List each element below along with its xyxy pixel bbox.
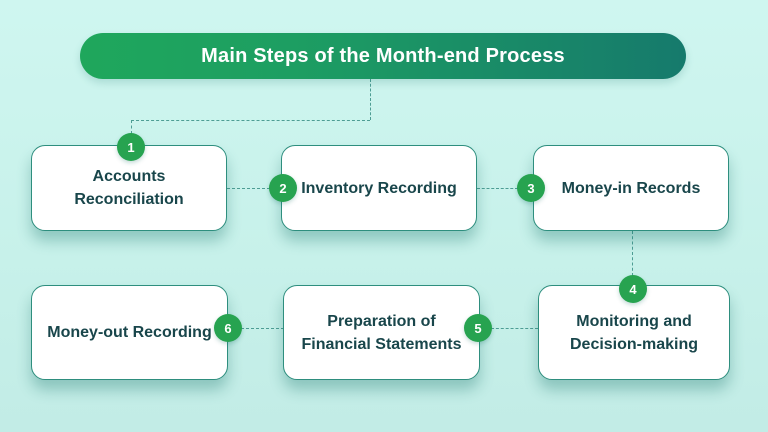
step-number-badge-6: 6 bbox=[214, 314, 242, 342]
connector-step5-step4 bbox=[491, 328, 538, 329]
connector-step2-step3 bbox=[477, 188, 518, 189]
page-title: Main Steps of the Month-end Process bbox=[201, 44, 565, 67]
step-number-badge-3: 3 bbox=[517, 174, 545, 202]
step-label: Money-out Recording bbox=[47, 324, 212, 341]
step-number-badge-2: 2 bbox=[269, 174, 297, 202]
connector-drop-to-step1 bbox=[131, 120, 132, 134]
step-box-money-in-records: Money-in Records bbox=[533, 145, 729, 231]
step-number-badge-5: 5 bbox=[464, 314, 492, 342]
step-box-inventory-recording: Inventory Recording bbox=[281, 145, 477, 231]
step-label: Inventory Recording bbox=[301, 179, 457, 197]
connector-step3-step4 bbox=[632, 231, 633, 276]
step-number-badge-4: 4 bbox=[619, 275, 647, 303]
step-label: Accounts Reconciliation bbox=[74, 168, 184, 208]
step-label: Money-in Records bbox=[561, 179, 701, 197]
step-number-badge-1: 1 bbox=[117, 133, 145, 161]
connector-title-to-step1-horizontal bbox=[131, 120, 370, 121]
step-box-preparation-of-financial-statements: Preparation of Financial Statements bbox=[283, 285, 480, 380]
title-banner: Main Steps of the Month-end Process bbox=[80, 33, 686, 79]
step-box-money-out-recording: Money-out Recording bbox=[31, 285, 228, 380]
step-label: Preparation of Financial Statements bbox=[301, 312, 462, 353]
connector-step1-step2 bbox=[227, 188, 270, 189]
step-label: Monitoring and Decision-making bbox=[569, 312, 699, 353]
connector-title-stem bbox=[370, 79, 371, 120]
connector-step6-step5 bbox=[241, 328, 284, 329]
